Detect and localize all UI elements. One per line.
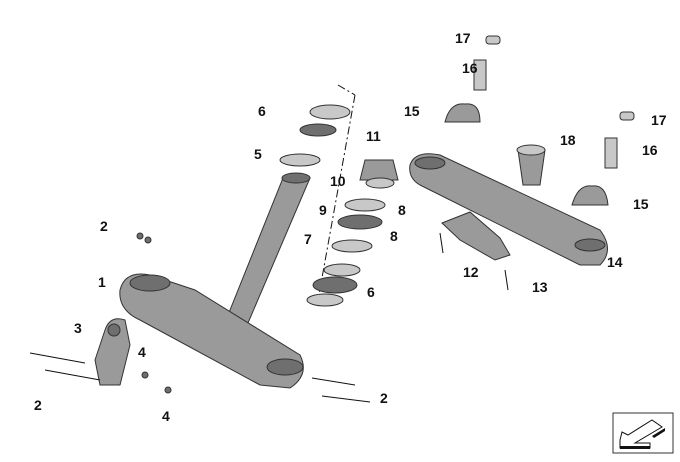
part-label-6: 6 (258, 103, 266, 119)
part-label-15: 15 (404, 103, 420, 119)
part-label-2: 2 (34, 397, 42, 413)
part-label-1: 1 (98, 274, 106, 290)
part-label-4: 4 (162, 408, 170, 424)
part-label-2: 2 (380, 390, 388, 406)
part-label-16: 16 (642, 142, 658, 158)
part-label-12: 12 (463, 264, 479, 280)
part-label-3: 3 (74, 320, 82, 336)
bearing-stack-upper (279, 84, 356, 301)
part-label-18: 18 (560, 132, 576, 148)
part-label-17: 17 (455, 30, 471, 46)
part-label-2: 2 (100, 218, 108, 234)
arrow-back-icon[interactable] (612, 412, 674, 454)
steering-stem (221, 172, 311, 331)
part-label-14: 14 (607, 254, 623, 270)
bearing-stack-lower (306, 159, 399, 307)
part-label-16: 16 (462, 60, 478, 76)
part-label-5: 5 (254, 146, 262, 162)
part-label-11: 11 (366, 128, 381, 144)
part-label-9: 9 (319, 202, 327, 218)
part-label-7: 7 (304, 231, 312, 247)
part-label-8: 8 (398, 202, 406, 218)
lower-fork-bridge (119, 273, 304, 389)
part-label-4: 4 (138, 344, 146, 360)
part-label-17: 17 (651, 112, 667, 128)
upper-fork-bridge (409, 144, 608, 266)
part-label-6: 6 (367, 284, 375, 300)
part-label-8: 8 (390, 228, 398, 244)
upper-caps (439, 35, 635, 291)
part-label-13: 13 (532, 279, 548, 295)
bolts (29, 232, 371, 403)
part-label-10: 10 (330, 173, 346, 189)
part-label-15: 15 (633, 196, 649, 212)
bracket (94, 318, 131, 386)
